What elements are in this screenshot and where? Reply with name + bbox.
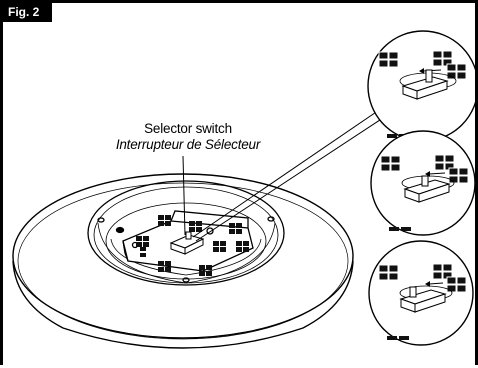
selector-switch-label: Selector switch: [144, 121, 232, 136]
leader-lines: [182, 105, 390, 242]
figure-label: Fig. 2: [3, 3, 52, 22]
detail-circle-2: [370, 130, 475, 236]
fixture-illustration: [12, 30, 475, 349]
detail-circle-1: [367, 30, 475, 142]
board-selector-switch: [169, 231, 205, 255]
selector-switch-label-fr: Interrupteur de Sélecteur: [115, 137, 261, 152]
detail-circle-3: [368, 240, 474, 346]
led-chips: [136, 215, 249, 276]
